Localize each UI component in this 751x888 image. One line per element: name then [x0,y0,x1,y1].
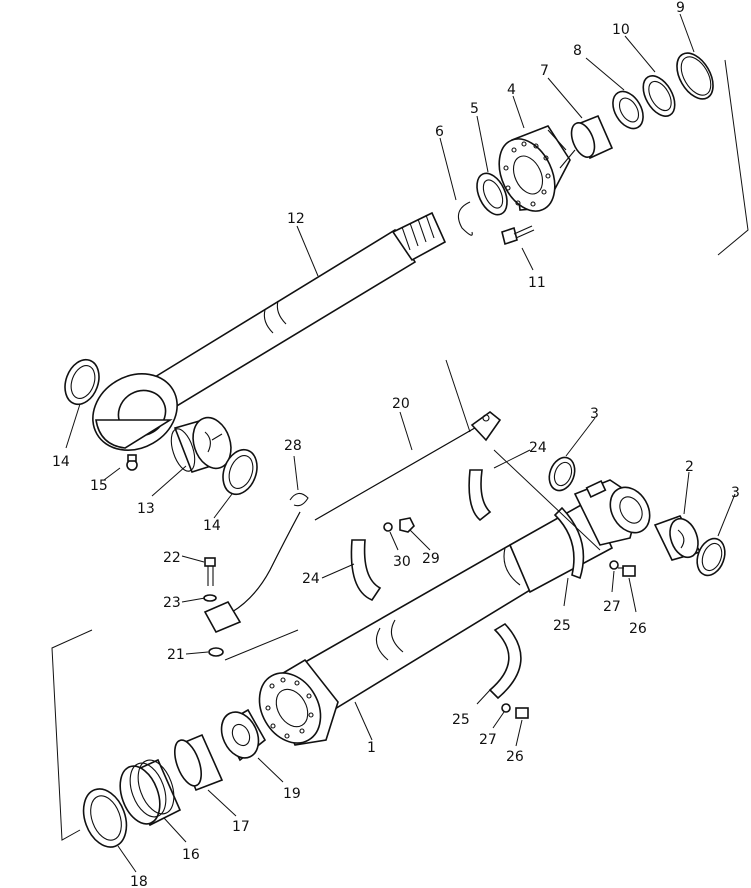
dust-seal-ring-upper [64,358,100,406]
label-part-25-right: 25 [553,618,571,634]
label-part-14-upper: 14 [52,454,70,470]
label-part-18: 18 [130,874,148,888]
label-part-24-right: 24 [529,440,547,456]
label-part-15: 15 [90,478,108,494]
label-part-20: 20 [392,396,410,412]
label-part-5: 5 [470,101,479,117]
pipe-clamp-right [468,469,492,522]
piston-nut [220,708,267,762]
head-bolt [501,225,535,246]
piston-rod-assembly [64,52,749,496]
dust-seal-ring-lower [222,448,258,496]
label-part-3-upper: 3 [590,406,599,422]
label-part-24-left: 24 [302,571,320,587]
label-part-27-right: 27 [603,599,621,615]
pipe-bolt [204,557,216,586]
grease-fitting [126,454,138,471]
label-part-3-lower: 3 [731,485,740,501]
tube-clamp-lower [488,622,522,700]
rod-seal [476,172,508,216]
clamp-bolt-right [609,560,636,577]
tube-clamp-upper [553,506,585,580]
label-part-9: 9 [676,0,685,16]
rod-bushing [170,416,232,473]
pipe-clip [289,492,309,507]
label-part-13: 13 [137,501,155,517]
hydraulic-pipe [314,410,502,521]
label-part-30: 30 [393,554,411,570]
piston [119,758,182,827]
lower-pipe [203,511,301,634]
piston-rod [92,211,447,451]
pipe-washer [203,594,217,602]
pipe-o-ring [208,647,224,657]
o-ring [676,52,714,100]
label-part-29: 29 [422,551,440,567]
pipe-clamp-left [350,539,382,601]
label-part-28: 28 [284,438,302,454]
label-part-7: 7 [540,63,549,79]
piston-sleeve [174,733,224,792]
label-part-12: 12 [287,211,305,227]
bottom-end-clevis [573,479,651,546]
pipe-nut [399,517,415,533]
label-part-17: 17 [232,819,250,835]
label-part-26-right: 26 [629,621,647,637]
cylinder-tube [298,498,614,717]
pipe-washer-small [383,522,393,532]
buffer-ring [612,90,644,130]
leader-lines [65,13,736,873]
label-part-2: 2 [685,459,694,475]
label-part-19: 19 [283,786,301,802]
label-part-11: 11 [528,275,546,291]
tube-flange [258,658,339,746]
backup-ring [642,75,676,117]
clamp-bolt-lower [501,703,529,719]
label-part-22: 22 [163,550,181,566]
label-part-14-lower: 14 [203,518,221,534]
label-part-8: 8 [573,43,582,59]
head-bushing [570,114,614,160]
bottom-bushing [653,515,702,561]
wear-ring [82,788,128,848]
label-part-1: 1 [367,740,376,756]
cylinder-tube-assembly [51,410,726,848]
label-part-25-lower: 25 [452,712,470,728]
cylinder-head [498,125,576,212]
label-part-6: 6 [435,124,444,140]
bottom-dust-seal-right [696,537,726,577]
snap-ring [457,201,473,236]
bottom-dust-seal-left [548,456,576,492]
part-numbers: 9 10 8 7 4 5 6 11 12 14 15 13 14 20 28 2… [52,0,740,888]
label-part-4: 4 [507,82,516,98]
label-part-27-lower: 27 [479,732,497,748]
label-part-21: 21 [167,647,185,663]
label-part-23: 23 [163,595,181,611]
label-part-10: 10 [612,22,630,38]
label-part-26-lower: 26 [506,749,524,765]
label-part-16: 16 [182,847,200,863]
